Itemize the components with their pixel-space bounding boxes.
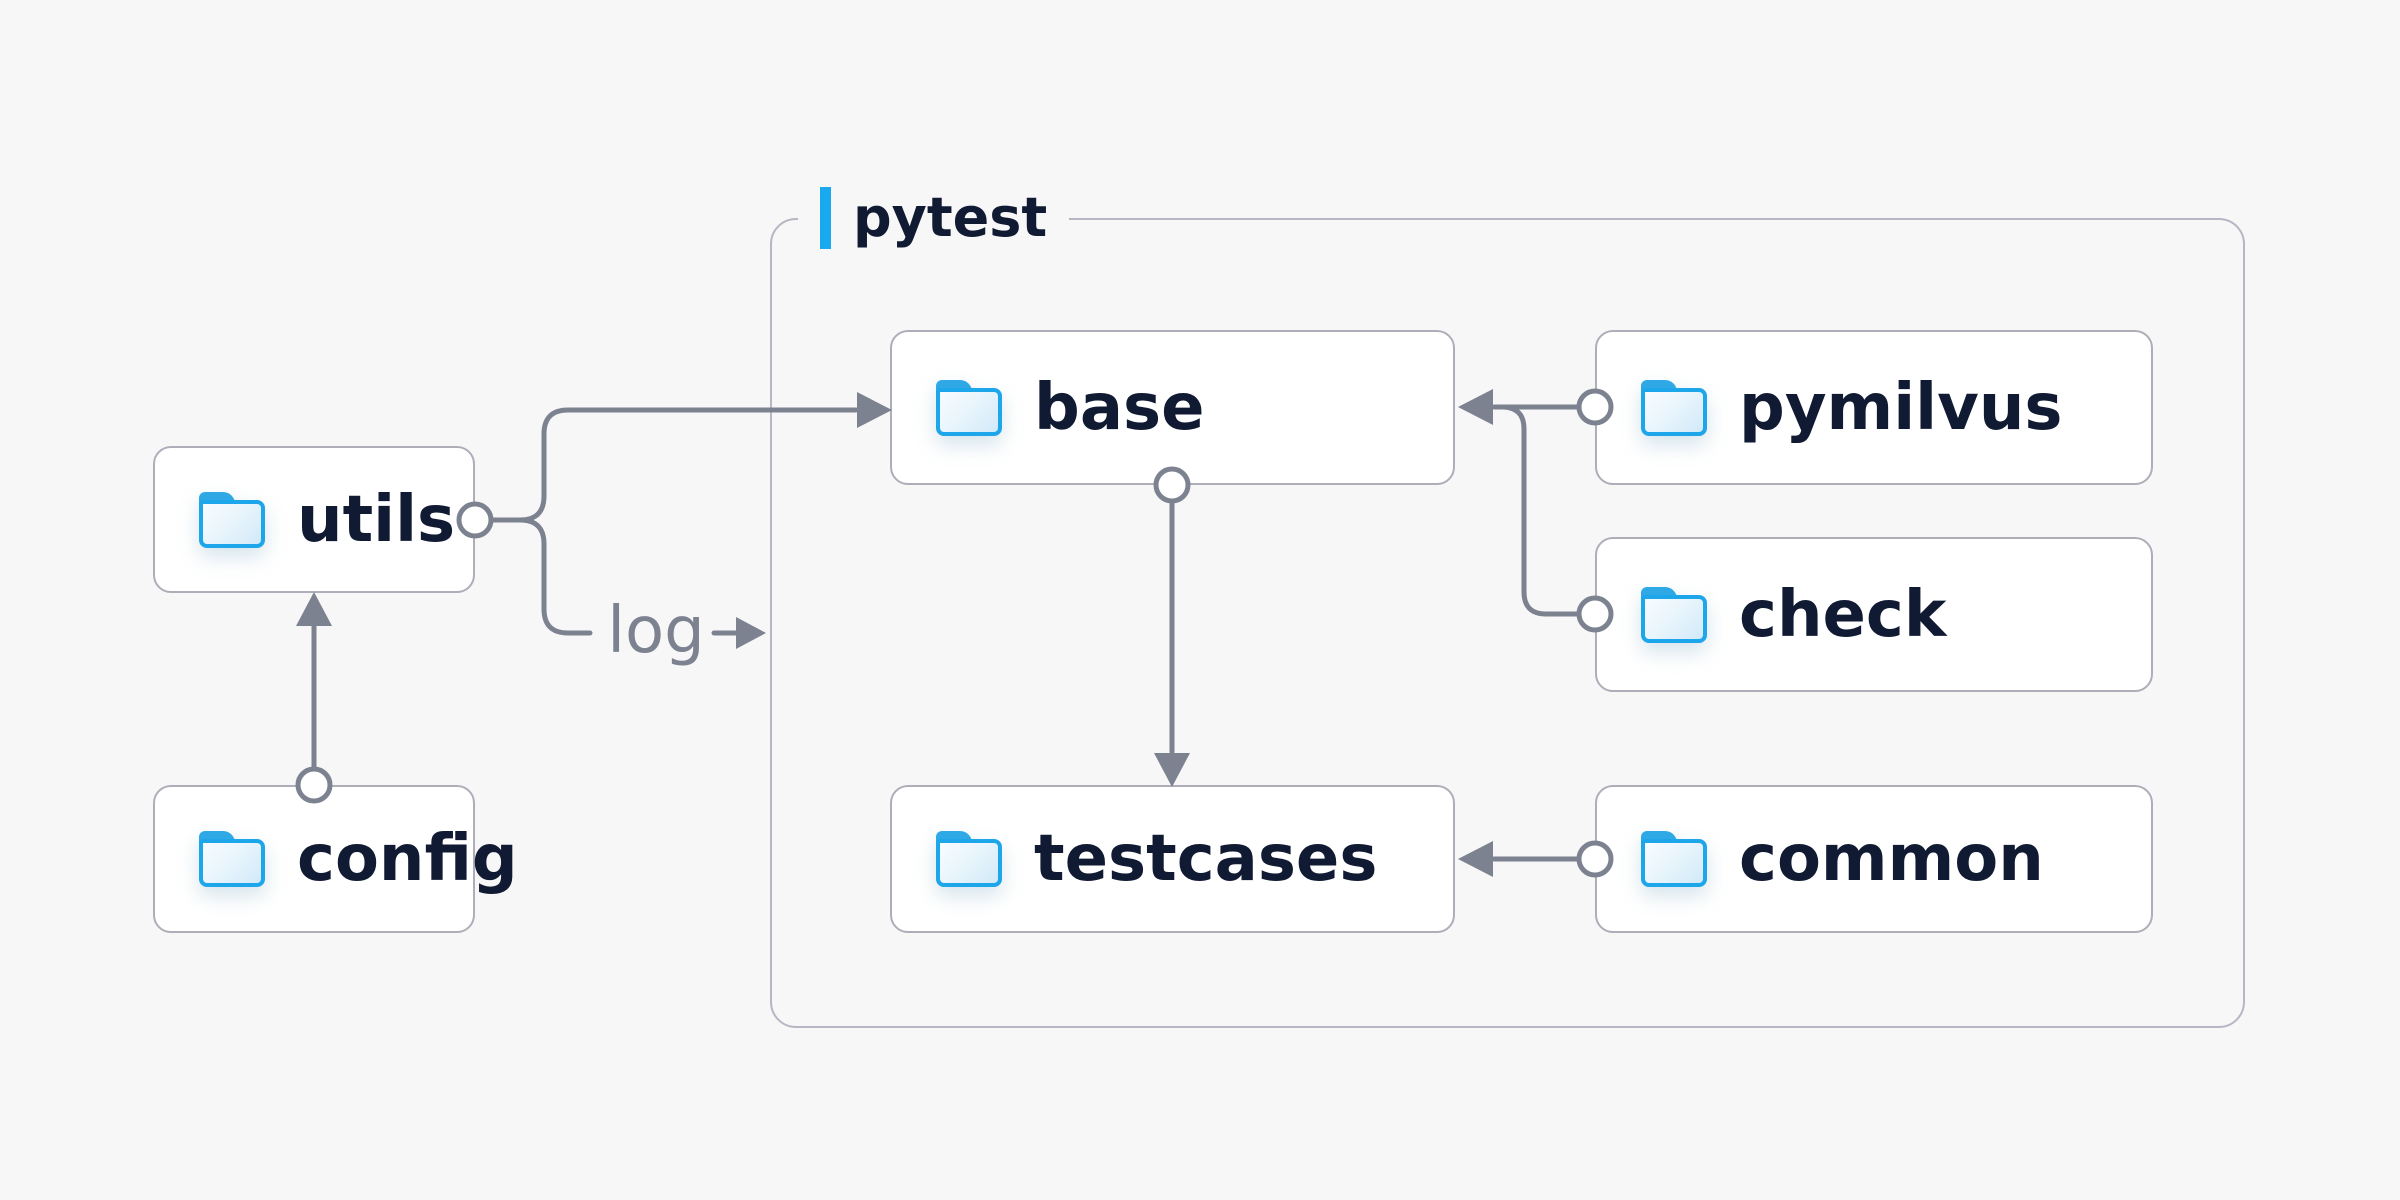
node-utils-label: utils [297, 482, 456, 557]
node-config: config [153, 785, 518, 933]
pytest-group-title: pytest [853, 186, 1048, 249]
node-base-label: base [1034, 370, 1205, 445]
node-common: common [1595, 785, 2153, 933]
accent-bar-icon [820, 187, 831, 249]
node-testcases: testcases [890, 785, 1455, 933]
node-check-label: check [1739, 577, 1947, 652]
folder-icon [1641, 831, 1707, 887]
folder-icon [1641, 379, 1707, 436]
log-edge-label: log [607, 594, 705, 668]
edge-utils-log [517, 517, 593, 636]
node-pymilvus: pymilvus [1595, 330, 2153, 485]
folder-icon [199, 491, 265, 548]
folder-icon [936, 379, 1002, 436]
pytest-group-container [770, 218, 2245, 1028]
folder-icon [936, 831, 1002, 887]
pytest-group-label: pytest [798, 186, 1070, 250]
arrowhead-log [736, 617, 766, 649]
node-testcases-label: testcases [1034, 822, 1378, 896]
node-utils: utils [153, 446, 475, 593]
node-config-label: config [297, 822, 518, 896]
folder-icon [1641, 586, 1707, 643]
node-base: base [890, 330, 1455, 485]
arrowhead-into-utils [296, 592, 332, 626]
node-common-label: common [1739, 822, 2044, 896]
folder-icon [199, 831, 265, 887]
node-pymilvus-label: pymilvus [1739, 370, 2063, 445]
node-check: check [1595, 537, 2153, 692]
